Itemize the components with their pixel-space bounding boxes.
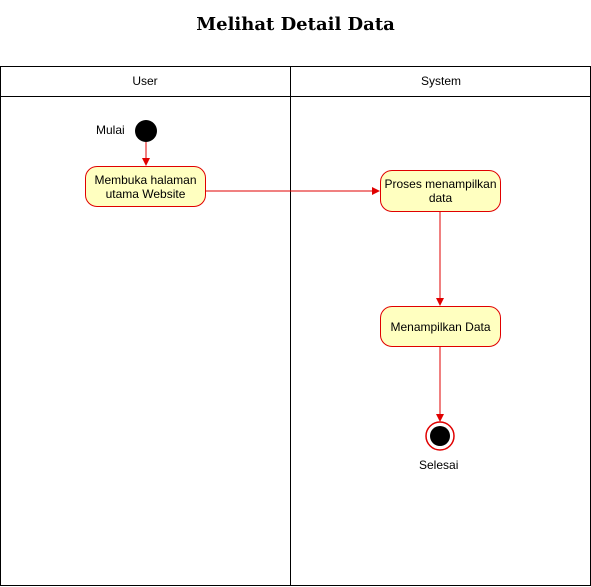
lane-header-user: User: [132, 74, 158, 88]
action-open-homepage: Membuka halaman utama Website: [85, 166, 206, 207]
action-process-display-data: Proses menampilkan data: [380, 170, 501, 212]
end-node-core: [430, 426, 450, 446]
diagram-title: Melihat Detail Data: [196, 14, 395, 35]
start-label: Mulai: [96, 123, 125, 137]
start-node: [135, 120, 157, 142]
end-label: Selesai: [419, 458, 459, 472]
swimlane-frame: [0, 66, 591, 586]
action-display-data: Menampilkan Data: [380, 306, 501, 347]
lane-header-system: System: [420, 74, 461, 88]
